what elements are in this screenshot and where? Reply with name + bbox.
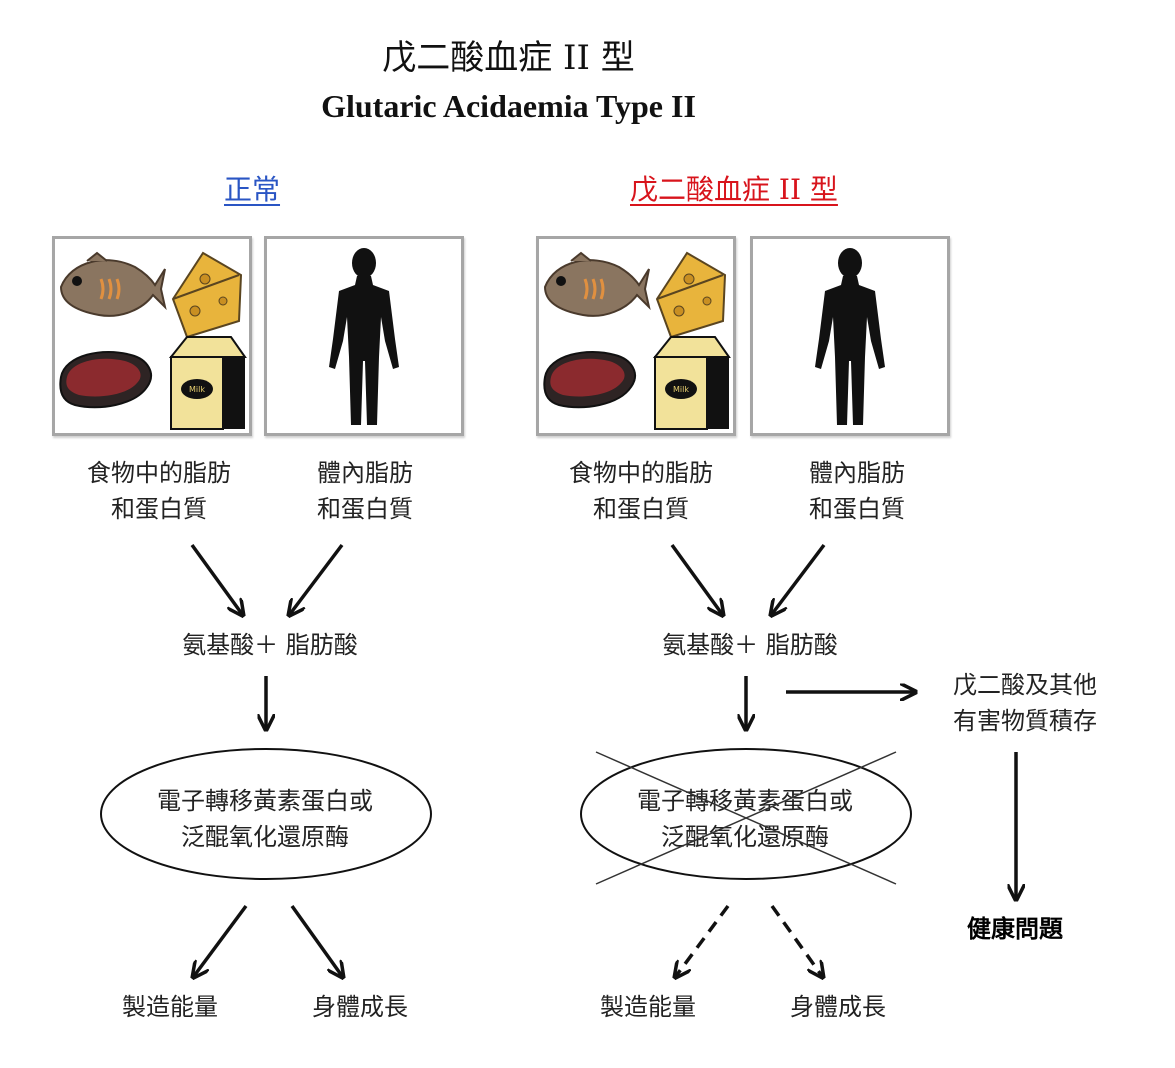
disease-heading: 戊二酸血症 II 型 [630,173,838,206]
disease-food-label-line-1: 食物中的脂肪 [569,459,713,487]
human-silhouette-icon [815,248,885,425]
fish-icon [543,251,651,317]
accumulation-label-line-1: 戊二酸及其他 [953,671,1097,699]
disease-body-label-line-1: 體內脂肪 [809,459,905,487]
disease-body-panel [750,236,950,436]
human-silhouette-icon [329,248,399,425]
svg-text:Milk: Milk [673,385,689,394]
normal-body-panel [264,236,464,436]
svg-text:Milk: Milk [189,385,205,394]
normal-enzyme-label-line-1: 電子轉移黃素蛋白或 [157,787,373,815]
milk-carton-icon: Milk [168,336,247,430]
steak-icon [543,351,636,409]
disease-food-label-line-2: 和蛋白質 [593,495,689,523]
arrow-body-to-acids [290,543,344,614]
normal-acids-label: 氨基酸＋ 脂肪酸 [182,631,358,659]
normal-food-panel: Milk [52,236,252,436]
cheese-icon [171,251,243,339]
arrow-enzyme-to-energy [194,904,248,976]
page-title-chinese: 戊二酸血症 II 型 [382,38,635,78]
normal-body-label-line-1: 體內脂肪 [317,459,413,487]
fish-icon [59,251,167,317]
disease-enzyme-label-line-1: 電子轉移黃素蛋白或 [637,787,853,815]
enzyme-cross-line-2 [595,751,897,885]
disease-outcome-growth: 身體成長 [790,993,886,1021]
arrow-body-to-acids-disease [772,543,826,614]
page-title-english: Glutaric Acidaemia Type II [321,88,696,124]
dashed-arrow-to-energy [676,904,730,976]
dashed-arrow-to-growth [770,904,822,976]
milk-carton-icon: Milk [652,336,731,430]
accumulation-label-line-2: 有害物質積存 [953,707,1097,735]
disease-body-label-line-2: 和蛋白質 [809,495,905,523]
normal-enzyme-ellipse [100,748,432,880]
cheese-icon [655,251,727,339]
disease-outcome-energy: 製造能量 [600,993,696,1021]
health-problems-label: 健康問題 [967,915,1063,943]
normal-food-label-line-2: 和蛋白質 [111,495,207,523]
arrow-food-to-acids-disease [670,543,722,614]
disease-acids-label: 氨基酸＋ 脂肪酸 [662,631,838,659]
arrow-food-to-acids [190,543,242,614]
normal-enzyme-label-line-2: 泛醌氧化還原酶 [181,823,349,851]
normal-heading: 正常 [224,173,281,206]
steak-icon [59,351,152,409]
normal-outcome-energy: 製造能量 [122,993,218,1021]
normal-outcome-growth: 身體成長 [312,993,408,1021]
normal-food-label-line-1: 食物中的脂肪 [87,459,231,487]
normal-body-label-line-2: 和蛋白質 [317,495,413,523]
disease-food-panel: Milk [536,236,736,436]
disease-enzyme-ellipse [580,748,912,880]
arrow-enzyme-to-growth [290,904,342,976]
disease-enzyme-label-line-2: 泛醌氧化還原酶 [661,823,829,851]
